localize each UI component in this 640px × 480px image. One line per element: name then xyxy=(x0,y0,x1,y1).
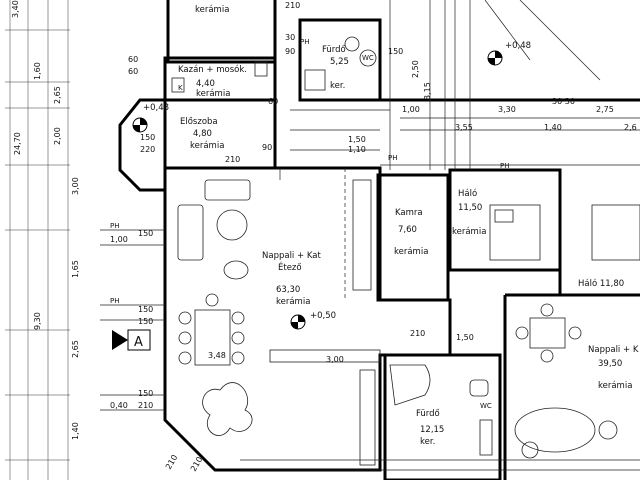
room-eloszoba-material: kerámia xyxy=(190,141,224,151)
dim-misc-9: 150 xyxy=(138,305,153,314)
room-kazan-name: Kazán + mosók. xyxy=(178,64,247,75)
room-napali-name: Nappali + Kat xyxy=(262,251,321,261)
dim-misc-16: 210 xyxy=(410,329,425,338)
room-halo1-material: kerámia xyxy=(452,227,486,237)
room-kazan-k: K xyxy=(178,84,183,92)
level-marker-icon xyxy=(132,50,503,330)
dim-left-2: 1,60 xyxy=(33,62,42,80)
dim-left-1: 3,40 xyxy=(11,0,20,18)
dim-left-8: 2,65 xyxy=(71,340,80,358)
dim-misc-8: 1,00 xyxy=(110,235,128,244)
room-furdo-bottom-material: ker. xyxy=(420,437,435,447)
level-top: +0,48 xyxy=(505,41,531,51)
dim-top-10: 1,00 xyxy=(402,105,420,114)
dim-misc-13: 210 xyxy=(138,401,153,410)
room-furdo-top-name: Fürdő xyxy=(322,45,346,55)
dim-top-11: 3,30 xyxy=(498,105,516,114)
room-halo1-name: Háló xyxy=(458,188,477,199)
level-napali: +0,50 xyxy=(310,311,336,321)
room-halo1-area: 11,50 xyxy=(458,203,482,213)
ph-left2: PH xyxy=(110,297,120,305)
dim-misc-7: 150 xyxy=(138,229,153,238)
dim-misc-4: 90 xyxy=(262,143,272,152)
room-kazan-material: kerámia xyxy=(196,89,230,99)
room-napali2-name: Nappali + K xyxy=(588,345,639,355)
dim-top-8: 2,50 xyxy=(411,60,420,78)
dim-misc-15: 3,00 xyxy=(326,355,344,364)
dim-top-15: 3,55 xyxy=(455,123,473,132)
dim-top-6: 60 xyxy=(128,67,138,76)
dim-top-13: 2,75 xyxy=(596,105,614,114)
dim-misc-14: 3,48 xyxy=(208,351,226,360)
dim-top-16: 2,6 xyxy=(624,123,637,132)
dim-misc-1: 150 xyxy=(140,133,155,142)
dim-top-1: 210 xyxy=(285,1,300,10)
dim-misc-10: 150 xyxy=(138,317,153,326)
room-furdo-top-area: 5,25 xyxy=(330,57,349,67)
room-napali-name2: Étező xyxy=(278,261,302,273)
section-marker-a: A xyxy=(112,329,151,351)
dim-top-7: 60 xyxy=(268,97,278,106)
dim-left-3: 2,65 xyxy=(53,86,62,104)
room-halo2-name: Háló 11,80 xyxy=(578,278,624,289)
dim-left-6: 1,65 xyxy=(71,260,80,278)
dim-left-9: 1,40 xyxy=(71,422,80,440)
dim-top-14: 1,40 xyxy=(544,123,562,132)
dim-left-7: 9,30 xyxy=(33,312,42,330)
room-kamra-material: kerámia xyxy=(394,247,428,257)
room-napali-area: 63,30 xyxy=(276,285,300,295)
dim-misc-6: 1,10 xyxy=(348,145,366,154)
dim-top-9: 3,15 xyxy=(423,82,432,100)
room-napali2-area: 39,50 xyxy=(598,359,622,369)
dim-top-12: 30 30 xyxy=(552,97,575,106)
dim-misc-5: 1,50 xyxy=(348,135,366,144)
dim-top-5: 60 xyxy=(128,55,138,64)
ph-mid: PH xyxy=(388,154,398,162)
wc-bottom: WC xyxy=(480,402,492,410)
room-furdo-bottom-name: Fürdő xyxy=(416,409,440,419)
dim-misc-2: 220 xyxy=(140,145,155,154)
dim-top-3: 90 xyxy=(285,47,295,56)
room-napali2-material: kerámia xyxy=(598,381,632,391)
room-kamra-name: Kamra xyxy=(395,208,423,218)
dim-misc-18: 210 xyxy=(164,453,179,471)
dim-left-4: 2,00 xyxy=(53,127,62,145)
dim-top-4: 150 xyxy=(388,47,403,56)
level-left: +0,48 xyxy=(143,103,169,113)
room-kazan-area: 4,40 xyxy=(196,79,215,89)
wc-top: WC xyxy=(362,54,374,62)
dim-top-2: 30 xyxy=(285,33,295,42)
room-eloszoba-area: 4,80 xyxy=(193,129,212,139)
room-napali-material: kerámia xyxy=(276,297,310,307)
dim-left-total: 24,70 xyxy=(13,132,22,155)
dim-misc-17: 1,50 xyxy=(456,333,474,342)
section-marker-label: A xyxy=(134,335,143,350)
room-eloszoba-name: Előszoba xyxy=(180,117,218,127)
ph-top: PH xyxy=(300,38,310,46)
dim-misc-11: 150 xyxy=(138,389,153,398)
dim-misc-12: 0,40 xyxy=(110,401,128,410)
ph-left1: PH xyxy=(110,222,120,230)
room-furdo-top-material: ker. xyxy=(330,81,345,91)
room-top-material: kerámia xyxy=(195,5,229,15)
dim-misc-3: 210 xyxy=(225,155,240,164)
ph-right: PH xyxy=(500,162,510,170)
room-kamra-area: 7,60 xyxy=(398,225,417,235)
dim-left-5: 3,00 xyxy=(71,177,80,195)
room-furdo-bottom-area: 12,15 xyxy=(420,425,444,435)
